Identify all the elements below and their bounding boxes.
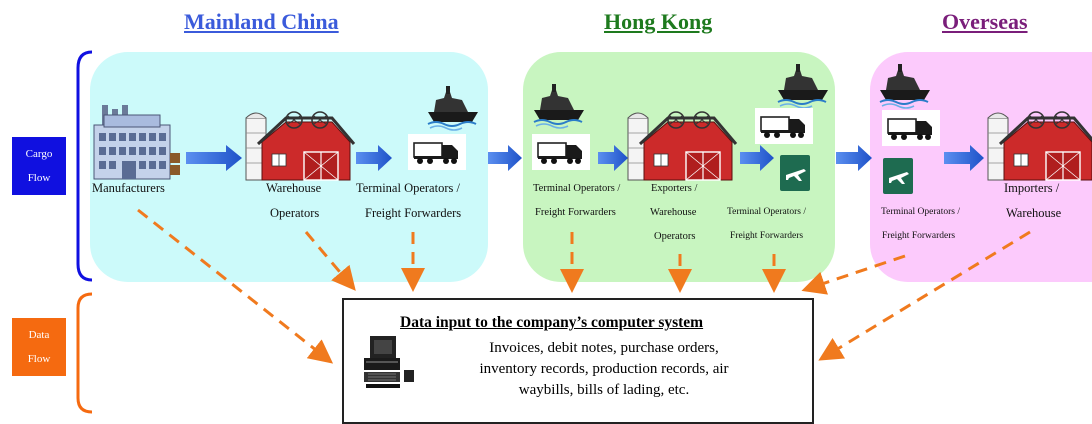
label-term4-line1: Terminal Operators / <box>881 207 961 217</box>
cargo-arrow-1 <box>186 145 242 171</box>
label-term1-line1: Terminal Operators / <box>356 181 460 195</box>
label-term3-line2: Freight Forwarders <box>730 231 804 241</box>
label-warehouse-line1: Warehouse <box>266 181 322 195</box>
computer-icon <box>363 335 415 389</box>
label-importers-line2: Warehouse <box>1006 206 1062 220</box>
data-input-line3: waybills, bills of lading, etc. <box>518 382 690 398</box>
region-title-hongkong: Hong Kong <box>604 9 713 34</box>
label-term3-line1: Terminal Operators / <box>727 207 807 217</box>
region-title-overseas: Overseas <box>942 9 1028 34</box>
data-arrow-term4 <box>801 254 906 295</box>
data-flow-label: Data Flow <box>12 318 66 376</box>
cargo-arrow-5 <box>740 145 774 171</box>
label-term2-line2: Freight Forwarders <box>535 207 616 218</box>
label-manufacturers: Manufacturers <box>92 181 165 195</box>
data-input-box: Data input to the company’s computer sys… <box>342 298 814 424</box>
cargo-arrow-7 <box>944 145 984 171</box>
data-input-description: Invoices, debit notes, purchase orders, … <box>444 338 764 401</box>
cargo-flow-label-line2: Flow <box>27 172 51 184</box>
cargo-bracket <box>76 50 93 282</box>
data-bracket <box>76 292 93 414</box>
region-title-mainland: Mainland China <box>184 9 339 34</box>
label-exporters-line2: Warehouse <box>650 207 697 218</box>
label-exporters-line3: Operators <box>654 231 696 242</box>
data-flow-label-line2: Flow <box>27 353 51 365</box>
cargo-flow-label-line1: Cargo <box>25 148 53 160</box>
label-warehouse-line2: Operators <box>270 206 320 220</box>
cargo-flow-label: Cargo Flow <box>12 137 66 195</box>
cargo-arrow-6 <box>836 145 872 171</box>
data-flow-label-line1: Data <box>28 329 50 341</box>
cargo-arrow-3 <box>488 145 522 171</box>
data-arrow-importers <box>818 230 1031 361</box>
label-exporters-line1: Exporters / <box>651 183 698 194</box>
data-arrow-warehouse <box>304 231 356 291</box>
label-term1-line2: Freight Forwarders <box>365 206 462 220</box>
data-input-line1: Invoices, debit notes, purchase orders, <box>489 340 719 356</box>
cargo-arrow-2 <box>356 145 392 171</box>
data-input-line2: inventory records, production records, a… <box>479 361 729 377</box>
label-term4-line2: Freight Forwarders <box>882 231 956 241</box>
data-arrow-manufacturers <box>137 208 334 364</box>
label-importers-line1: Importers / <box>1004 181 1060 195</box>
label-term2-line1: Terminal Operators / <box>533 183 621 194</box>
cargo-arrow-4 <box>598 145 628 171</box>
data-input-title: Data input to the company’s computer sys… <box>400 314 704 331</box>
